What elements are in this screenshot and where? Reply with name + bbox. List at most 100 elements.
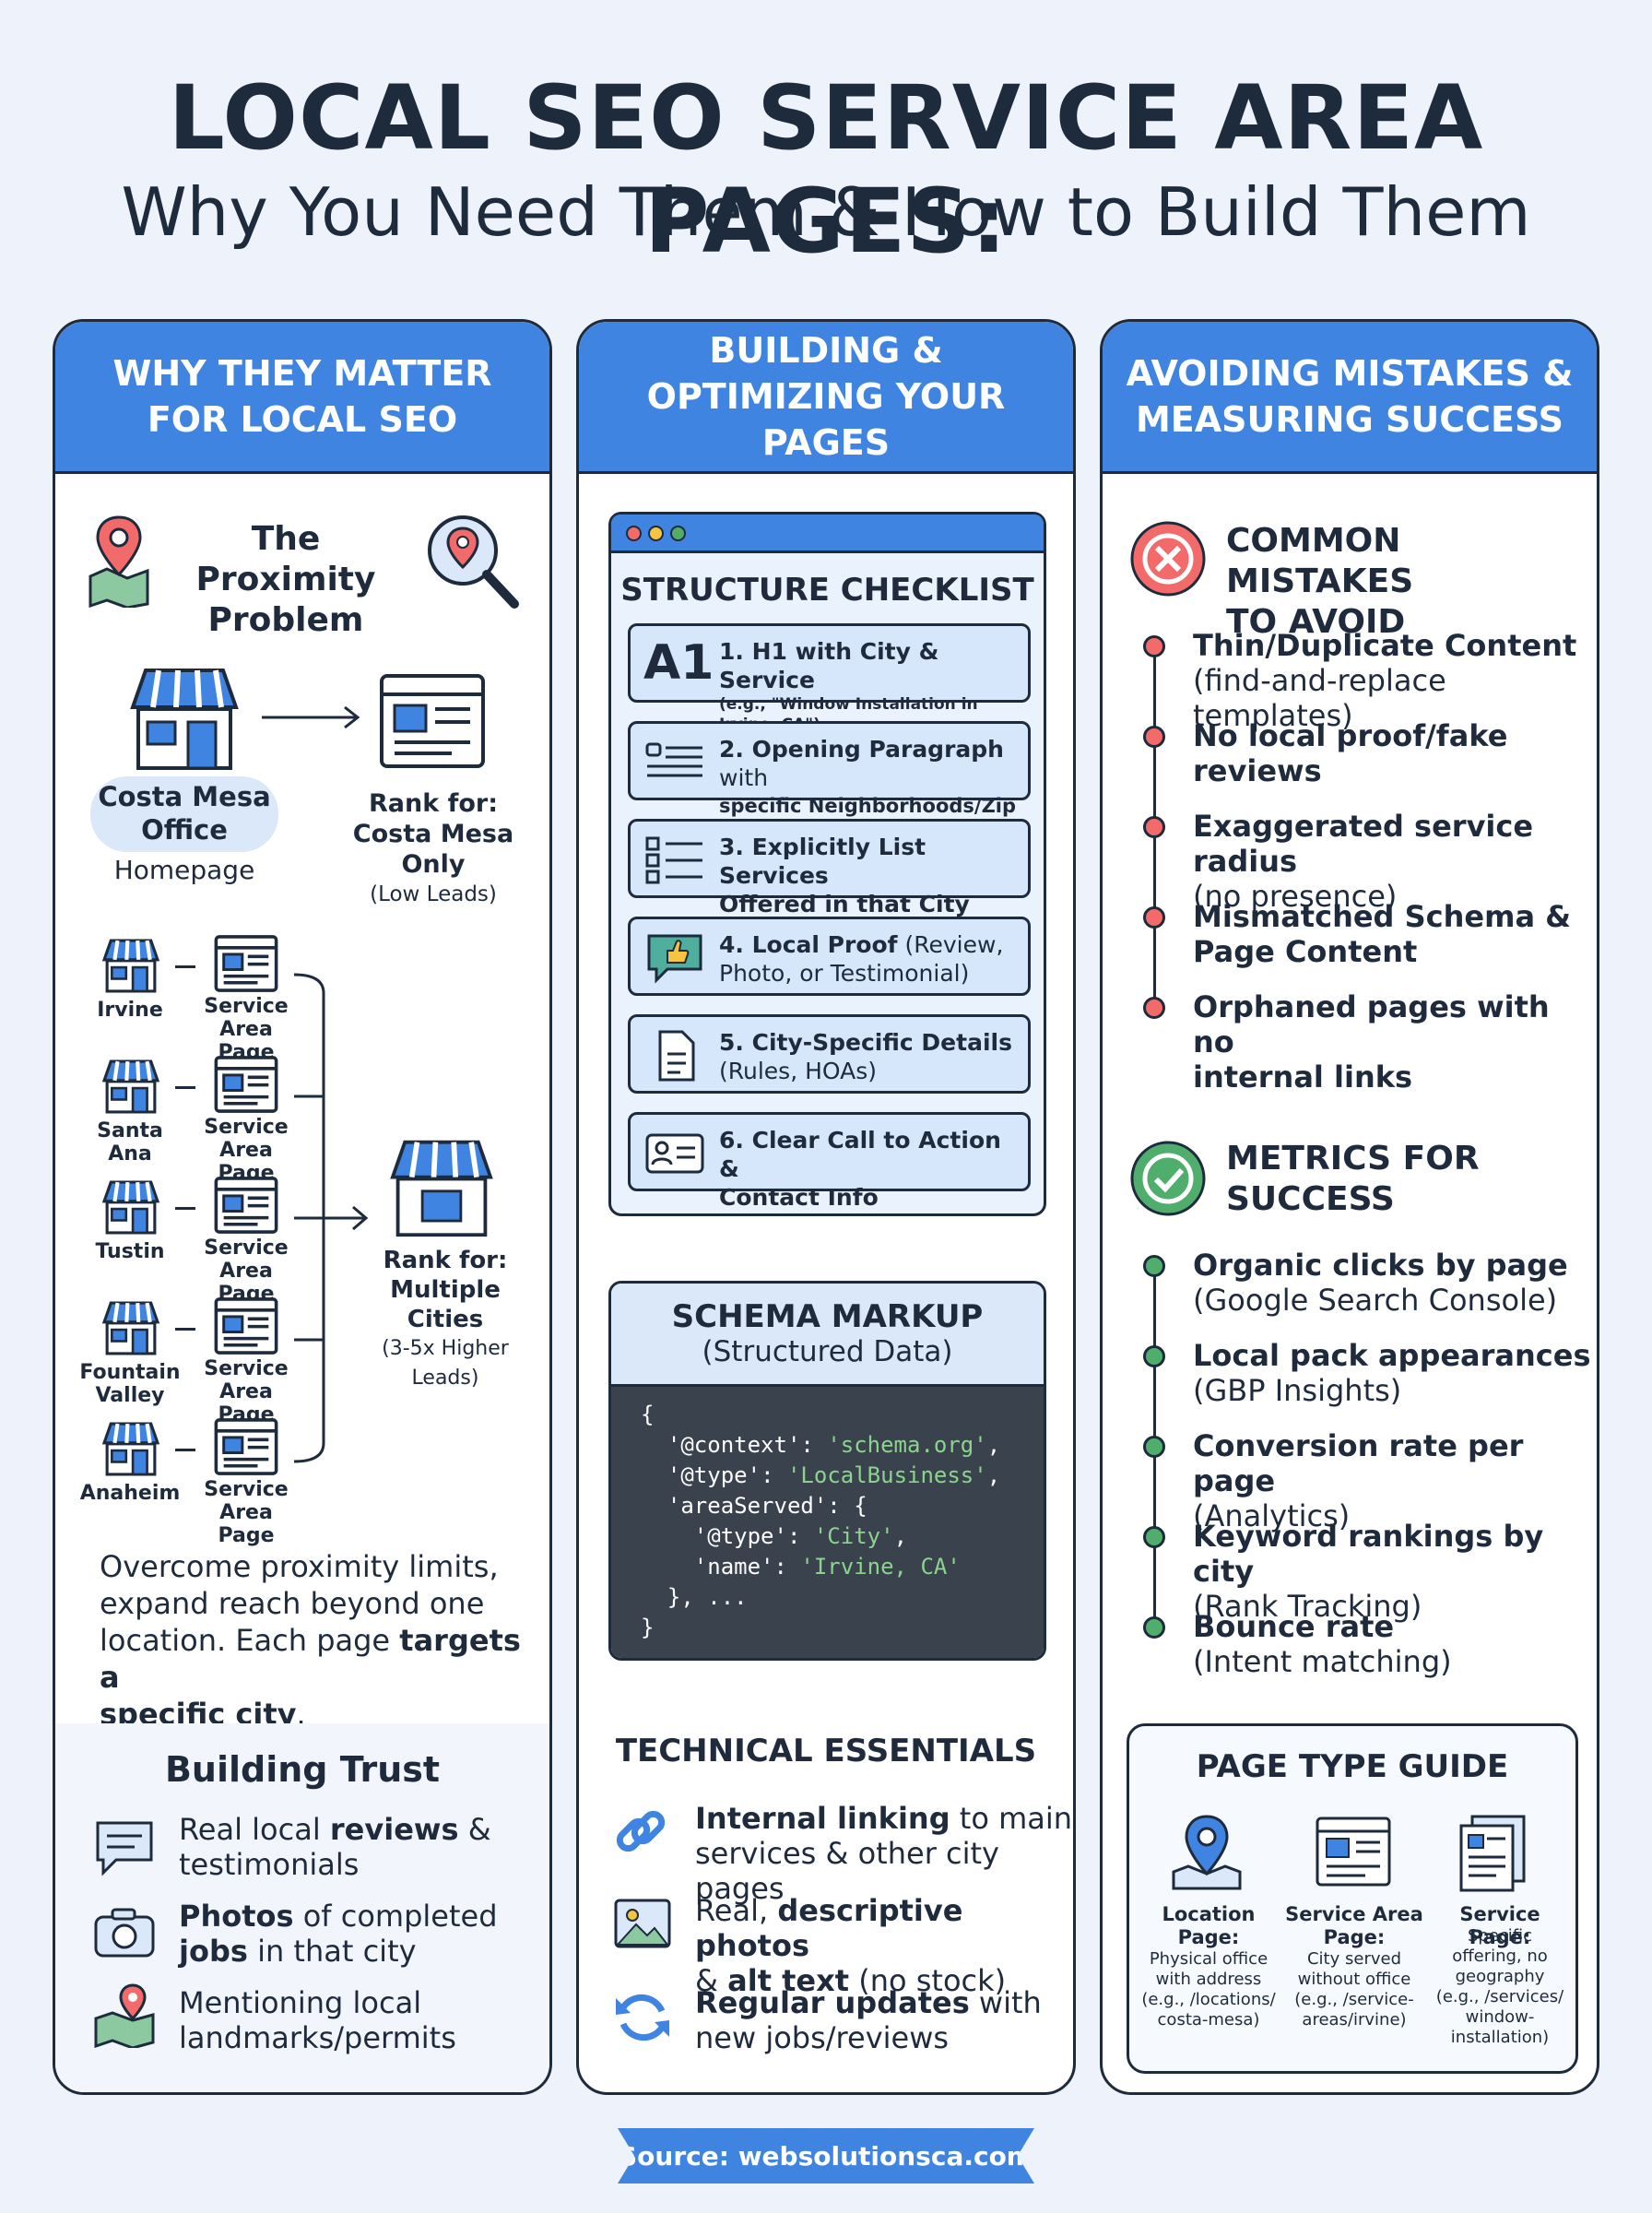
guide-service-page-label: Service Page: xyxy=(1459,1903,1540,1948)
check-circle-icon xyxy=(1130,1141,1206,1216)
window-dot-green xyxy=(670,526,686,541)
map-landmark-icon xyxy=(94,1983,155,2048)
checklist-item-opening-paragraph: 2. Opening Paragraph with specific Neigh… xyxy=(628,721,1031,846)
mistake-item: Thin/Duplicate Content(find-and-replace … xyxy=(1193,628,1577,733)
service-area-page-icon xyxy=(214,1296,278,1359)
column-building-optimizing: BUILDING & OPTIMIZING YOUR PAGES STRUCTU… xyxy=(576,319,1076,2095)
map-pin-icon xyxy=(88,515,149,608)
mistake-bullet xyxy=(1143,997,1165,1019)
office-store-icon xyxy=(130,669,239,770)
metric-item: Keyword rankings by city(Rank Tracking) xyxy=(1193,1519,1544,1624)
mistake-bullet xyxy=(1143,906,1165,929)
homepage-label: Homepage xyxy=(113,855,255,885)
tech-regular-updates: Regular updates with new jobs/reviews xyxy=(695,1985,1042,2055)
metric-bullet xyxy=(1143,1436,1165,1458)
web-page-icon xyxy=(380,674,485,768)
building-trust-section: Building Trust Real local reviews & test… xyxy=(55,1723,549,2092)
bracket-connector xyxy=(293,973,369,1463)
column-mistakes-success: AVOIDING MISTAKES & MEASURING SUCCESS CO… xyxy=(1100,319,1599,2095)
city-store-icon xyxy=(100,1421,162,1480)
checklist-icon xyxy=(645,836,702,884)
column-header-building: BUILDING & OPTIMIZING YOUR PAGES xyxy=(579,322,1073,474)
schema-code-block: { '@context': 'schema.org', '@type': 'Lo… xyxy=(611,1387,1044,1658)
city-store-icon xyxy=(100,1300,162,1359)
service-area-page-icon xyxy=(214,1055,278,1118)
chat-bubble-icon xyxy=(96,1821,153,1876)
page-subtitle: Why You Need Them & How to Build Them xyxy=(121,173,1531,251)
city-label: Fountain Valley xyxy=(79,1361,181,1407)
tech-descriptive-photos: Real, descriptive photos & alt text (no … xyxy=(695,1893,1007,1998)
city-store-icon xyxy=(100,1059,162,1118)
window-dot-yellow xyxy=(648,526,664,541)
browser-bar xyxy=(611,515,1044,553)
city-connector xyxy=(175,1207,195,1210)
checklist-title: STRUCTURE CHECKLIST xyxy=(620,572,1034,609)
magnifier-pin-icon xyxy=(428,515,519,609)
office-pill xyxy=(90,776,278,852)
checklist-item-city-details: 5. City-Specific Details (Rules, HOAs) xyxy=(628,1014,1031,1094)
rank-for-single: Rank for: Costa Mesa Only (Low Leads) xyxy=(352,789,514,906)
tech-internal-linking: Internal linking to main services & othe… xyxy=(695,1801,1073,1906)
contact-card-icon xyxy=(645,1133,704,1174)
schema-markup-box: SCHEMA MARKUP (Structured Data) { '@cont… xyxy=(608,1281,1046,1661)
mistake-item: Exaggerated service radius(no presence) xyxy=(1193,809,1534,914)
trust-reviews: Real local reviews & testimonials xyxy=(179,1812,491,1882)
column-why-they-matter: WHY THEY MATTER FOR LOCAL SEO The Proxim… xyxy=(53,319,552,2095)
document-icon xyxy=(658,1030,695,1082)
service-page-icon xyxy=(1316,1817,1391,1887)
city-label: Santa Ana xyxy=(97,1119,163,1166)
documents-stack-icon xyxy=(1459,1815,1526,1892)
city-store-icon xyxy=(100,1179,162,1238)
structure-checklist-window: STRUCTURE CHECKLIST A1 1. H1 with City &… xyxy=(608,512,1046,1216)
rank-for-multiple: Rank for: Multiple Cities (3-5x Higher L… xyxy=(382,1247,509,1390)
trust-photos: Photos of completed jobs in that city xyxy=(179,1899,498,1969)
mistake-item: Mismatched Schema &Page Content xyxy=(1193,899,1572,969)
link-chain-icon xyxy=(616,1810,666,1852)
technical-title: TECHNICAL ESSENTIALS xyxy=(615,1733,1037,1769)
city-label: Tustin xyxy=(95,1240,165,1263)
mistake-bullet xyxy=(1143,726,1165,748)
metric-item: Conversion rate per page(Analytics) xyxy=(1193,1428,1524,1533)
metric-item: Bounce rate(Intent matching) xyxy=(1193,1609,1452,1679)
checklist-item-h1: A1 1. H1 with City & Service (e.g., "Win… xyxy=(628,623,1031,734)
service-area-page-icon xyxy=(214,1417,278,1480)
metric-bullet xyxy=(1143,1526,1165,1548)
city-store-icon xyxy=(100,938,162,997)
trust-landmarks: Mentioning local landmarks/permits xyxy=(179,1985,456,2055)
thumbs-up-bubble-icon xyxy=(647,934,702,984)
overcome-text: Overcome proximity limits, expand reach … xyxy=(100,1549,521,1732)
city-label: Irvine xyxy=(97,999,163,1022)
refresh-arrows-icon xyxy=(616,1994,669,2041)
mistake-bullet xyxy=(1143,816,1165,838)
column-header-mistakes: AVOIDING MISTAKES & MEASURING SUCCESS xyxy=(1103,322,1597,474)
column-header-why: WHY THEY MATTER FOR LOCAL SEO xyxy=(55,322,549,474)
a1-icon: A1 xyxy=(643,635,714,691)
service-area-page-icon xyxy=(214,934,278,997)
city-connector xyxy=(175,965,195,968)
image-photo-icon xyxy=(614,1899,671,1948)
schema-title: SCHEMA MARKUP xyxy=(671,1298,984,1335)
page-title: LOCAL SEO SERVICE AREA PAGES: xyxy=(168,66,1484,273)
trust-title: Building Trust xyxy=(164,1749,441,1790)
checklist-item-list-services: 3. Explicitly List Services Offered in t… xyxy=(628,819,1031,917)
multi-store-icon xyxy=(390,1140,493,1237)
schema-subtitle: (Structured Data) xyxy=(702,1335,953,1368)
camera-icon xyxy=(94,1908,155,1958)
city-connector xyxy=(175,1328,195,1331)
